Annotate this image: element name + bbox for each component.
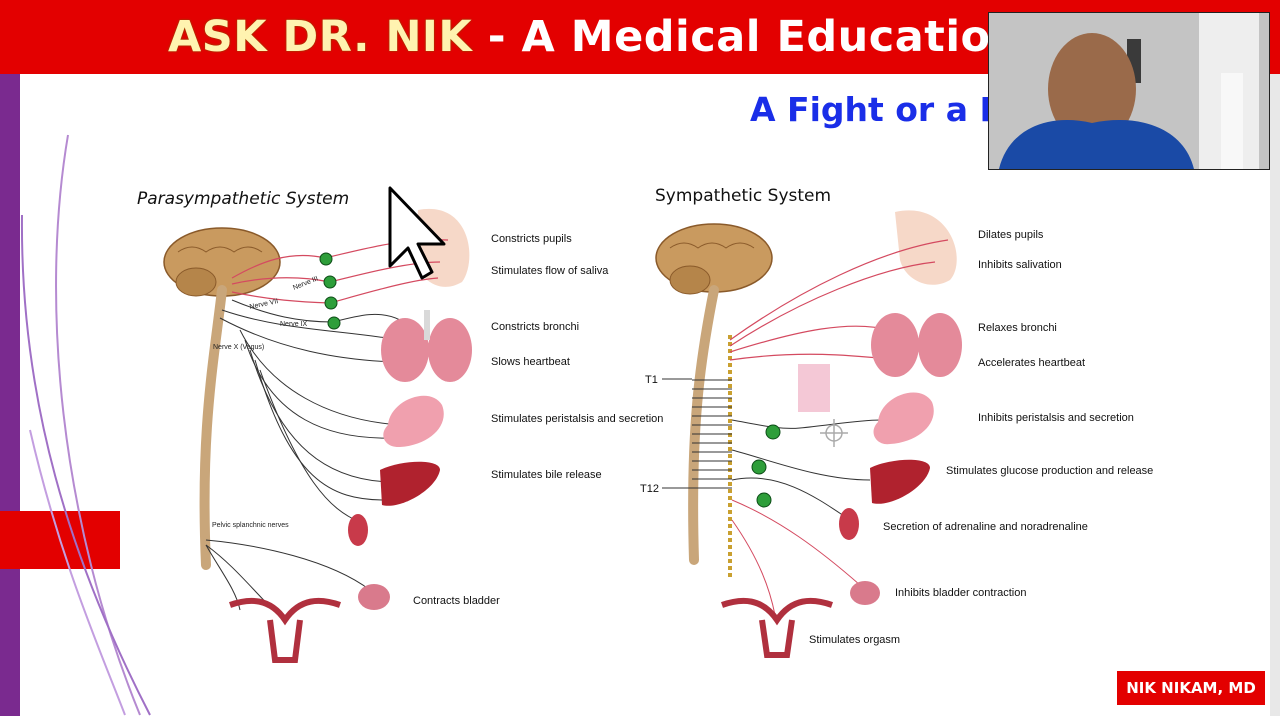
nerve-line xyxy=(729,261,936,347)
effect-label: Constricts bronchi xyxy=(491,321,579,333)
bladder-icon xyxy=(358,584,390,610)
move-cursor-icon xyxy=(820,419,848,447)
nerve-x-label: Nerve X (Vagus) xyxy=(213,344,264,351)
reproductive-organ-icon xyxy=(721,597,833,658)
slide-title: A Fight or a Fl xyxy=(750,90,1014,129)
stomach-icon xyxy=(383,395,444,448)
effect-label: Stimulates flow of saliva xyxy=(491,265,609,277)
nerve-line xyxy=(731,519,776,616)
lung-icon xyxy=(871,313,919,377)
effect-label: Stimulates bile release xyxy=(491,469,602,481)
ganglion-icon xyxy=(319,252,333,266)
spinal-level-lines xyxy=(692,379,732,489)
effect-label: Slows heartbeat xyxy=(491,356,570,368)
pelvic-nerves-label: Pelvic splanchnic nerves xyxy=(212,522,289,529)
nerve-line xyxy=(219,317,396,363)
parasympathetic-heading: Parasympathetic System xyxy=(137,189,349,209)
lung-icon xyxy=(428,318,472,382)
decorative-swoosh xyxy=(20,214,151,716)
t1-label: T1 xyxy=(645,374,658,386)
nerve-line xyxy=(205,544,241,611)
nerve-line xyxy=(731,419,881,429)
effect-label: Stimulates orgasm xyxy=(809,634,900,646)
cerebellum-icon xyxy=(175,267,217,297)
nerve-line xyxy=(729,239,949,341)
sympathetic-heading: Sympathetic System xyxy=(655,186,831,206)
face-icon xyxy=(895,210,957,285)
decorative-swoosh xyxy=(55,134,141,716)
effect-label: Inhibits peristalsis and secretion xyxy=(978,412,1134,424)
nerve-line xyxy=(239,329,401,426)
ganglion-icon xyxy=(324,296,338,310)
decorative-swoosh xyxy=(29,429,126,716)
nerve-line xyxy=(254,359,386,501)
nerve-line xyxy=(259,369,361,523)
effect-label: Relaxes bronchi xyxy=(978,322,1057,334)
t12-label: T12 xyxy=(640,483,659,495)
nerve-line xyxy=(205,539,371,591)
nerve-line xyxy=(731,499,861,586)
stomach-icon xyxy=(873,392,934,445)
spinal-cord xyxy=(199,285,227,570)
nerve-line xyxy=(731,477,851,521)
effect-label: Inhibits salivation xyxy=(978,259,1062,271)
cerebellum-icon xyxy=(669,265,711,295)
ganglion-icon xyxy=(756,492,772,508)
effect-label: Dilates pupils xyxy=(978,229,1044,241)
ganglion-icon xyxy=(765,424,781,440)
effect-label: Contracts bladder xyxy=(413,595,500,607)
presenter-webcam xyxy=(988,12,1270,170)
right-edge-bar xyxy=(1270,74,1280,716)
spinal-cord xyxy=(688,285,719,565)
nerve-line xyxy=(729,325,891,353)
nerve-line xyxy=(221,309,401,341)
brain-folds xyxy=(177,246,263,253)
mouse-pointer-icon xyxy=(388,186,446,280)
presenter-video-icon xyxy=(989,13,1269,169)
banner-title-prefix: ASK DR. NIK xyxy=(168,12,473,62)
ganglion-icon xyxy=(751,459,767,475)
ganglion-icon xyxy=(323,275,337,289)
nerve-ix-label: Nerve IX xyxy=(280,321,308,328)
skin-icon xyxy=(798,364,830,412)
kidney-icon xyxy=(348,514,368,546)
effect-label: Secretion of adrenaline and noradrenalin… xyxy=(883,521,1088,533)
liver-icon xyxy=(870,459,930,504)
lung-icon xyxy=(381,318,429,382)
effect-label: Stimulates peristalsis and secretion xyxy=(491,413,663,425)
nerve-line xyxy=(249,349,391,483)
adrenal-icon xyxy=(839,508,859,540)
lung-icon xyxy=(918,313,962,377)
effect-label: Stimulates glucose production and releas… xyxy=(946,465,1153,477)
presenter-name-tag: NIK NIKAM, MD xyxy=(1115,669,1267,707)
effect-label: Constricts pupils xyxy=(491,233,572,245)
liver-icon xyxy=(380,461,440,506)
ganglion-icon xyxy=(327,316,341,330)
effect-label: Accelerates heartbeat xyxy=(978,357,1085,369)
nerve-line xyxy=(731,449,871,481)
bladder-icon xyxy=(850,581,880,605)
nerve-vii-label: Nerve VII xyxy=(249,298,279,311)
effect-label: Inhibits bladder contraction xyxy=(895,587,1026,599)
reproductive-organ-icon xyxy=(229,597,341,663)
brain-folds xyxy=(669,242,755,249)
trachea-icon xyxy=(424,310,430,340)
